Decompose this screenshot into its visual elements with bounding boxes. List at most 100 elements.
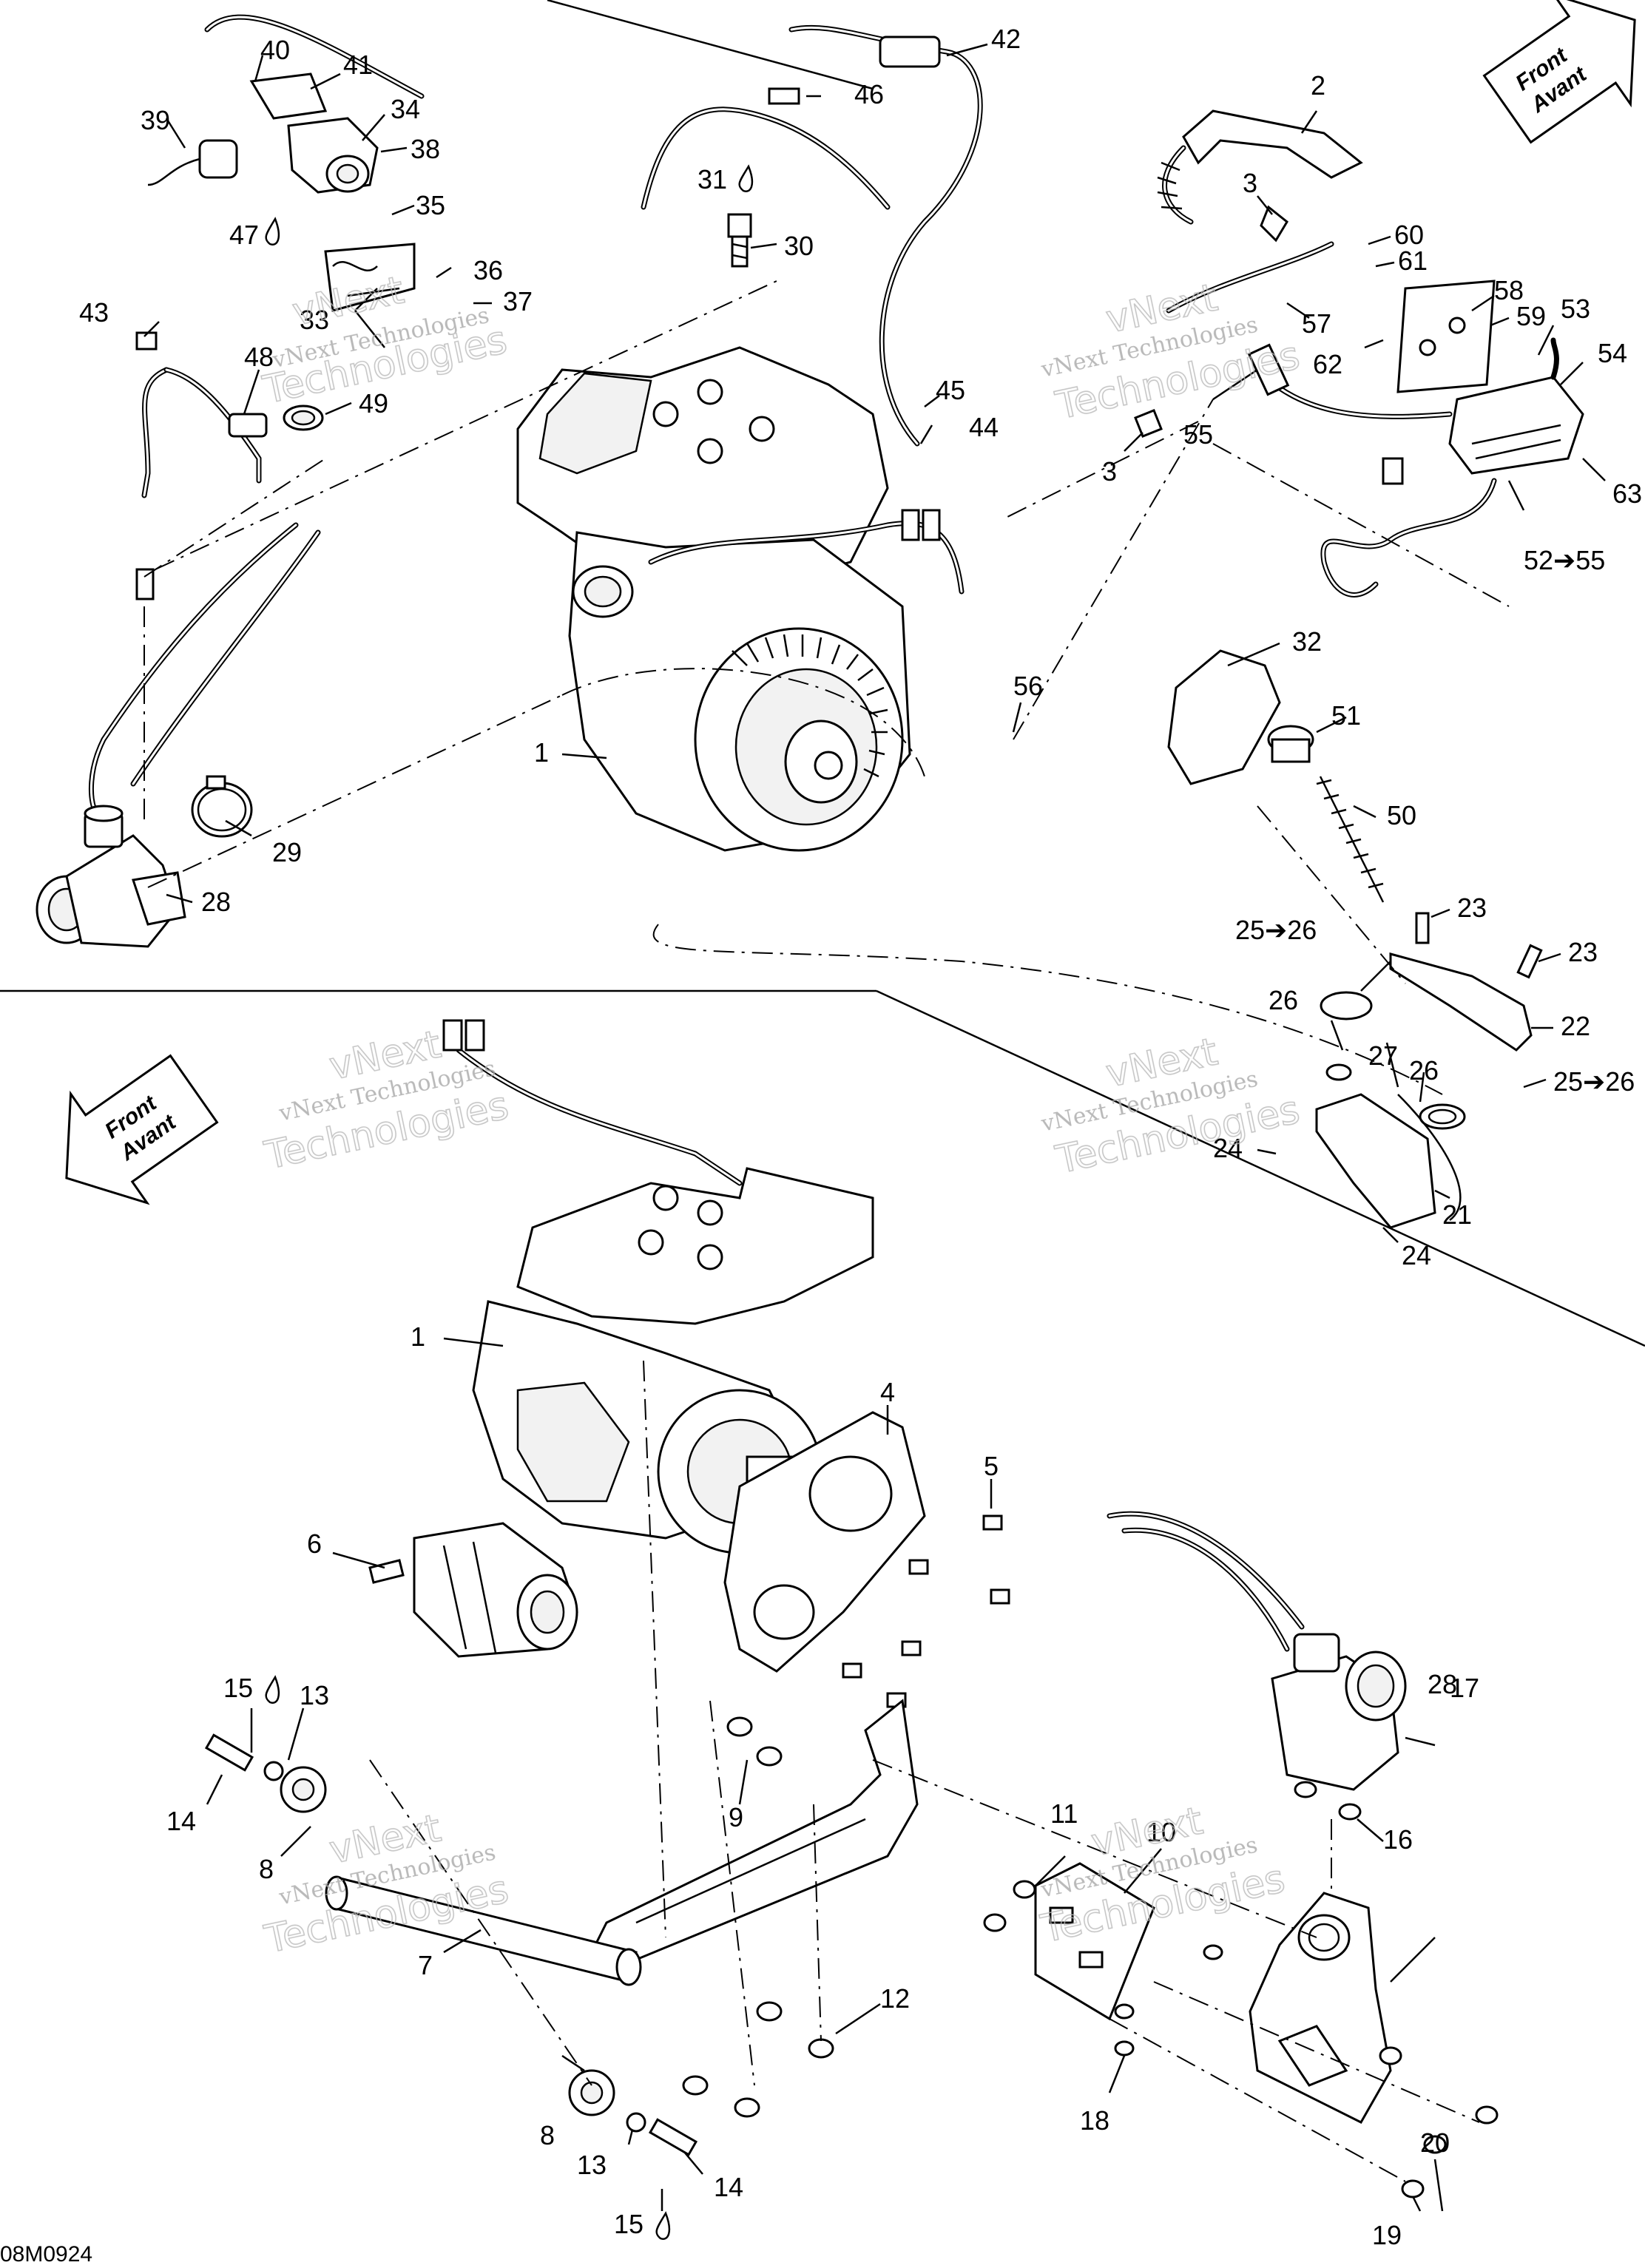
starter-motor [368, 1522, 578, 1658]
cover-plate [983, 1862, 1155, 2021]
callout: 21 [1442, 1199, 1472, 1230]
callout: 24 [1402, 1240, 1431, 1270]
callout: 23 [1457, 893, 1487, 923]
callout: 5 [984, 1451, 999, 1481]
callout: 11 [1050, 1798, 1078, 1829]
callout: 10 [1146, 1817, 1176, 1847]
callout: 39 [141, 105, 170, 135]
callout: 17 [1450, 1673, 1479, 1703]
callout: 30 [784, 231, 814, 261]
alignment-lines [143, 280, 1510, 2182]
callout: 36 [473, 255, 503, 285]
callout: 15 [614, 2209, 644, 2239]
callout: 49 [359, 388, 388, 419]
callout: 38 [411, 134, 440, 164]
oil-drop-icon [265, 1675, 280, 1704]
callout: 56 [1013, 671, 1043, 701]
cable-assembly-left [135, 331, 324, 600]
airbox-bracket [1114, 1892, 1499, 2198]
gasket [723, 1411, 926, 1673]
callout: 26 [1269, 985, 1298, 1015]
callout: 54 [1598, 338, 1627, 368]
callout: 42 [991, 24, 1021, 54]
callout: 12 [880, 1983, 910, 2014]
carburetor-top [36, 522, 321, 948]
callout: 14 [714, 2172, 743, 2202]
engine-mount-plate [204, 1699, 919, 2156]
callout: 14 [166, 1806, 196, 1836]
fuel-pump [147, 72, 416, 348]
callout: 13 [577, 2150, 607, 2180]
callout: 40 [260, 35, 290, 65]
callout: 23 [1568, 937, 1598, 967]
callout: 26 [1409, 1055, 1439, 1086]
fan-fins [732, 634, 888, 778]
callout: 25➔26 [1235, 915, 1317, 945]
callout: 4 [880, 1377, 895, 1407]
callout: 59 [1516, 301, 1546, 331]
callout: 50 [1387, 800, 1416, 830]
callout: 29 [272, 837, 302, 867]
oil-drop-icons [265, 164, 754, 2240]
callout: 28 [201, 887, 231, 917]
callout: 25➔26 [1553, 1066, 1635, 1097]
callout: 45 [936, 375, 965, 405]
section-dividers [0, 0, 1645, 1347]
callout: 63 [1612, 478, 1642, 509]
callout: 20 [1420, 2127, 1450, 2158]
callout: 31 [697, 164, 727, 194]
spark-plug [727, 213, 752, 268]
callout: 6 [307, 1529, 322, 1559]
callout: 15 [223, 1673, 253, 1703]
oil-cap [1167, 649, 1385, 903]
callout: 62 [1313, 349, 1342, 379]
front-badge-bottom: Front Avant [65, 1054, 219, 1205]
throttle-cables-top [204, 14, 983, 447]
callout-labels: 1 2 3 3 29 28 30 31 32 33 34 35 36 37 38… [79, 24, 1642, 2250]
callout: 18 [1080, 2105, 1109, 2136]
callout: 19 [1372, 2220, 1402, 2250]
ignition-module [1134, 109, 1584, 598]
callout: 41 [343, 50, 373, 80]
callout: 32 [1292, 626, 1322, 657]
callout: 60 [1394, 220, 1424, 250]
callout: 24 [1213, 1133, 1243, 1163]
callout: 8 [540, 2120, 555, 2150]
fasteners-mid [842, 1514, 1010, 1708]
callout: 13 [300, 1680, 329, 1710]
mount-bracket-top [1315, 912, 1543, 1229]
engine-top-view [516, 346, 965, 852]
callout: 61 [1398, 246, 1428, 276]
callout: 34 [391, 94, 420, 124]
drawing-code: 08M0924 [0, 2242, 92, 2267]
leader-lines [143, 43, 1606, 2212]
callout: 8 [259, 1854, 274, 1884]
callout: 51 [1331, 700, 1361, 731]
front-badge-top: Front Avant [1482, 0, 1636, 144]
carburetor-bottom [1107, 1511, 1407, 1821]
engine-bottom-view [442, 1019, 874, 1554]
oil-drop-icon [738, 164, 754, 192]
callout: 1 [411, 1321, 425, 1352]
callout: 22 [1561, 1011, 1590, 1041]
callout: 43 [79, 297, 109, 328]
callout: 9 [729, 1802, 743, 1832]
callout: 52➔55 [1524, 545, 1605, 575]
callout: 47 [229, 220, 259, 250]
callout: 3 [1102, 456, 1117, 487]
callout: 37 [503, 286, 533, 316]
callout: 44 [969, 412, 999, 442]
callout: 2 [1311, 70, 1325, 101]
callout: 53 [1561, 294, 1590, 324]
callout: 16 [1383, 1824, 1413, 1855]
callout: 33 [300, 305, 329, 335]
callout: 28 [1428, 1669, 1457, 1699]
callout: 35 [416, 190, 445, 220]
callout: 58 [1494, 275, 1524, 305]
callout: 3 [1243, 168, 1257, 198]
callout: 1 [534, 737, 549, 768]
callout: 46 [854, 79, 884, 109]
oil-drop-icon [655, 2211, 671, 2240]
callout: 57 [1302, 308, 1331, 339]
